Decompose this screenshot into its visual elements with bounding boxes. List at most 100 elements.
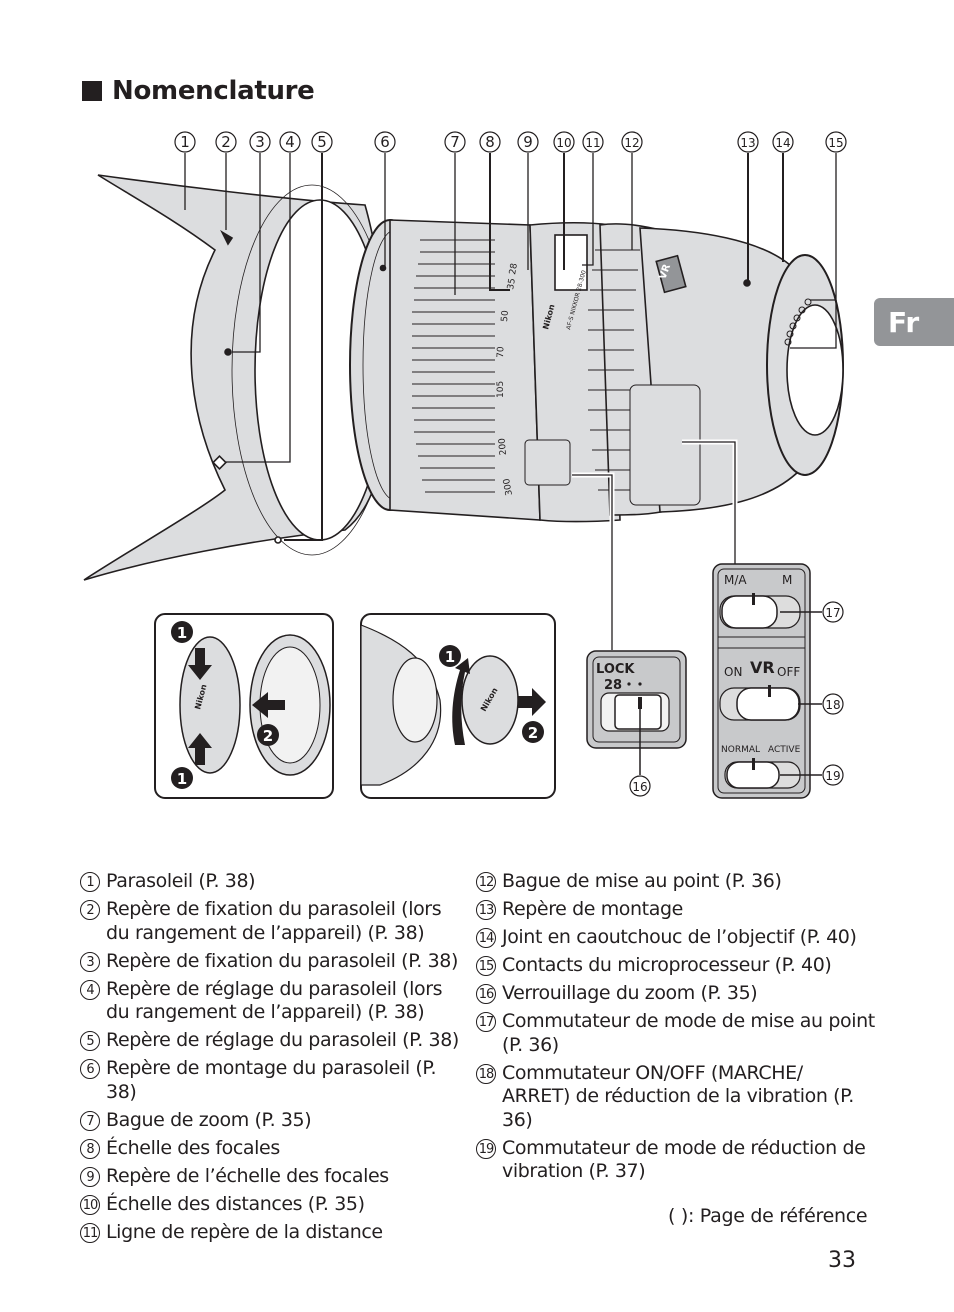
legend-text: Contacts du microprocesseur (P. 40) bbox=[502, 954, 832, 976]
attach-arrow-left-icon bbox=[252, 692, 285, 718]
focal-200: 200 bbox=[498, 437, 509, 455]
vr-off-label: OFF bbox=[777, 665, 800, 679]
callout-12: 12 bbox=[621, 131, 643, 153]
press-arrow-up-icon bbox=[188, 733, 212, 765]
focal-35: 35 bbox=[506, 278, 518, 291]
legend-num: 12 bbox=[476, 872, 496, 892]
callout-17: 17 bbox=[825, 606, 840, 620]
rear-step-1: 1 bbox=[445, 648, 455, 666]
svg-text:11: 11 bbox=[585, 136, 600, 150]
front-cap-inset: Nikon 1 2 1 bbox=[154, 613, 334, 799]
focal-300: 300 bbox=[502, 477, 515, 496]
vr-label: VR bbox=[750, 658, 775, 677]
callout-8: 8 bbox=[479, 131, 501, 153]
svg-text:15: 15 bbox=[828, 136, 843, 150]
focal-50: 50 bbox=[500, 310, 511, 323]
legend-text: Repère de montage bbox=[502, 898, 683, 920]
legend-num: 7 bbox=[80, 1110, 100, 1131]
switch-panel-detail: M/A M 17 ON VR OFF 18 NORMAL ACTIVE 19 bbox=[712, 563, 844, 799]
svg-text:10: 10 bbox=[556, 136, 571, 150]
remove-arrow-right-icon bbox=[518, 688, 546, 716]
vr-on-label: ON bbox=[724, 665, 742, 679]
legend-num: 2 bbox=[80, 900, 100, 920]
title-square-bullet-icon bbox=[82, 81, 102, 101]
rear-step-2: 2 bbox=[528, 724, 538, 742]
focus-ring-grip bbox=[588, 249, 642, 491]
callout-4: 4 bbox=[279, 131, 301, 153]
legend-num: 10 bbox=[80, 1194, 100, 1215]
svg-text:9: 9 bbox=[523, 133, 533, 151]
legend-num: 16 bbox=[476, 984, 496, 1004]
callout-3: 3 bbox=[249, 131, 271, 153]
legend-text: Verrouillage du zoom (P. 35) bbox=[502, 982, 758, 1004]
legend-num: 19 bbox=[476, 1138, 496, 1159]
page-number: 33 bbox=[828, 1248, 856, 1273]
step-2-front: 2 bbox=[263, 727, 273, 745]
callout-9: 9 bbox=[517, 131, 539, 153]
legend-item: 3 Repère de fixation du parasoleil (P. 38… bbox=[80, 950, 470, 974]
section-title-text: Nomenclature bbox=[112, 76, 315, 106]
hood-mount-mark-6 bbox=[379, 264, 387, 272]
rotate-arrow-icon bbox=[452, 658, 470, 745]
legend-text: Repère de fixation du parasoleil (P. 38) bbox=[106, 949, 458, 972]
svg-text:5: 5 bbox=[317, 133, 327, 151]
hood-mark-4 bbox=[212, 455, 227, 470]
legend-num: 1 bbox=[80, 872, 100, 892]
legend-item: 10 Échelle des distances (P. 35) bbox=[80, 1193, 470, 1217]
legend-item: 16 Verrouillage du zoom (P. 35) bbox=[476, 982, 876, 1006]
svg-text:12: 12 bbox=[624, 136, 639, 150]
callout-7: 7 bbox=[444, 131, 466, 153]
step-1-bottom: 1 bbox=[177, 770, 187, 788]
mounting-index-dot bbox=[743, 279, 751, 287]
lens-nomenclature-figure: 1 2 3 4 5 6 7 8 9 10 11 12 13 14 15 28 3… bbox=[83, 131, 847, 799]
hood-mark-5 bbox=[274, 536, 282, 544]
vr-mode-normal-label: NORMAL bbox=[721, 745, 760, 755]
vr-badge bbox=[655, 254, 687, 294]
callout-11: 11 bbox=[582, 131, 604, 153]
zoom-lock-detail: LOCK 28 16 bbox=[586, 650, 687, 797]
callout-14: 14 bbox=[772, 131, 794, 153]
svg-text:2: 2 bbox=[221, 133, 231, 151]
svg-text:1: 1 bbox=[180, 133, 190, 151]
legend-num: 4 bbox=[80, 979, 100, 1000]
language-tab: Fr bbox=[874, 298, 954, 346]
hood-storage-mark-2 bbox=[220, 229, 234, 246]
lock-position-label: 28 bbox=[604, 678, 622, 693]
legend-num: 17 bbox=[476, 1012, 496, 1032]
press-arrow-down-icon bbox=[188, 648, 212, 680]
svg-text:3: 3 bbox=[255, 133, 265, 151]
front-lens-cap bbox=[179, 636, 241, 774]
legend-num: 18 bbox=[476, 1063, 496, 1084]
legend-item: 13 Repère de montage bbox=[476, 898, 876, 922]
legend-num: 3 bbox=[80, 951, 100, 972]
svg-text:14: 14 bbox=[775, 136, 790, 150]
lock-label: LOCK bbox=[596, 662, 635, 677]
focus-mode-ma-label: M/A bbox=[724, 573, 747, 587]
callout-19: 19 bbox=[825, 769, 840, 783]
legend-num: 8 bbox=[80, 1138, 100, 1159]
legend-num: 6 bbox=[80, 1059, 100, 1079]
cpu-contacts bbox=[784, 298, 812, 346]
legend-text: Joint en caoutchouc de l’objectif (P. 40… bbox=[502, 926, 857, 948]
legend-item: 6 Repère de montage du parasoleil (P. 38) bbox=[80, 1057, 470, 1104]
legend-text: Échelle des distances (P. 35) bbox=[106, 1192, 365, 1215]
legend-text: Ligne de repère de la distance bbox=[106, 1220, 383, 1243]
focal-70: 70 bbox=[496, 346, 506, 358]
callout-1: 1 bbox=[174, 131, 196, 153]
legend-num: 13 bbox=[476, 900, 496, 920]
legend-text: Repère de montage du parasoleil (P. 38) bbox=[106, 1057, 437, 1103]
legend-num: 9 bbox=[80, 1166, 100, 1187]
section-title: Nomenclature bbox=[82, 76, 315, 106]
callout-15: 15 bbox=[825, 131, 847, 153]
rear-element bbox=[786, 304, 844, 436]
callout-18: 18 bbox=[825, 698, 840, 712]
vr-badge-text: VR bbox=[657, 262, 673, 281]
